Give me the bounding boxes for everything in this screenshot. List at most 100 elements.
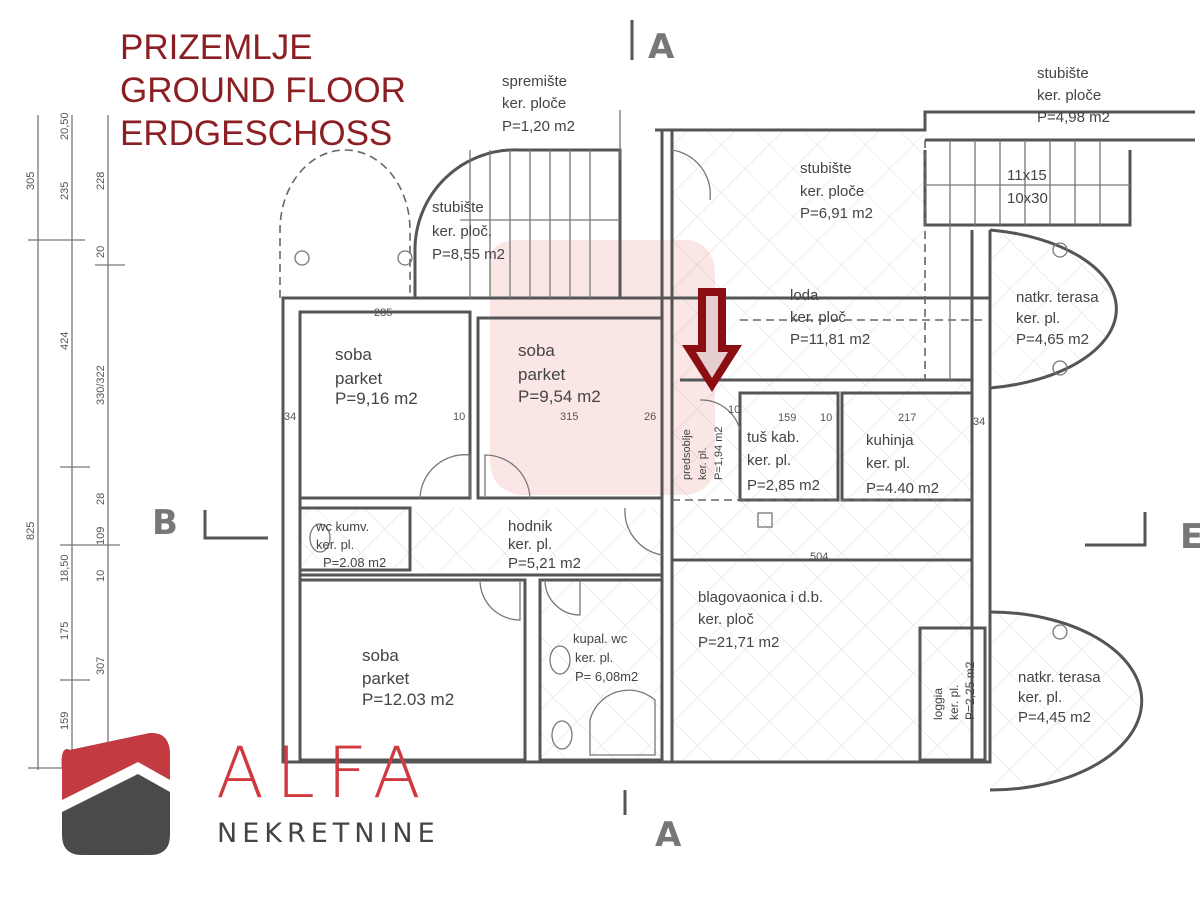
- tile-floors: [300, 130, 1142, 790]
- dimension-labels: 305 825 20,50 235 424 18,50 175 159 228 …: [25, 112, 107, 730]
- room-tus-kab: tuš kab. ker. pl. P=2,85 m2: [747, 429, 820, 494]
- svg-text:predsoblje: predsoblje: [681, 429, 693, 480]
- stairs-note-1: 11x15: [1007, 167, 1047, 184]
- room-predsoblje: predsoblje ker. pl. P=1,94 m2: [681, 426, 725, 480]
- svg-text:P=12.03 m2: P=12.03 m2: [362, 690, 454, 709]
- section-marker-e: E: [1180, 517, 1200, 557]
- svg-text:ker. ploče: ker. ploče: [1037, 87, 1101, 104]
- svg-text:217: 217: [898, 412, 916, 424]
- svg-text:loda: loda: [790, 287, 819, 304]
- section-marker-a-top: A: [648, 27, 675, 67]
- svg-text:ker. ploče: ker. ploče: [800, 183, 864, 200]
- alfa-logo-icon: [61, 732, 170, 855]
- svg-text:P=2,85 m2: P=2,85 m2: [747, 477, 820, 494]
- svg-text:natkr. terasa: natkr. terasa: [1018, 669, 1101, 686]
- svg-text:parket: parket: [362, 669, 410, 688]
- svg-text:18,50: 18,50: [59, 554, 71, 582]
- svg-text:175: 175: [59, 622, 71, 640]
- section-marker-b: B: [152, 503, 178, 543]
- svg-text:P=4.40 m2: P=4.40 m2: [866, 480, 939, 497]
- svg-text:504: 504: [810, 551, 828, 563]
- svg-text:P=2.08 m2: P=2.08 m2: [323, 555, 386, 570]
- svg-text:315: 315: [560, 411, 578, 423]
- svg-text:305: 305: [25, 172, 37, 190]
- svg-text:blagovaonica i d.b.: blagovaonica i d.b.: [698, 589, 823, 606]
- svg-text:P=6,91 m2: P=6,91 m2: [800, 205, 873, 222]
- svg-text:ker. pl.: ker. pl.: [947, 685, 961, 720]
- svg-text:28: 28: [95, 493, 107, 505]
- svg-text:ker. pl.: ker. pl.: [866, 455, 910, 472]
- svg-text:P=21,71 m2: P=21,71 m2: [698, 634, 779, 651]
- svg-text:parket: parket: [518, 365, 566, 384]
- room-wc: wc kumv.ker. pl.P=2.08 m2: [315, 519, 386, 570]
- door-swings: [419, 149, 741, 621]
- svg-text:P=9,54 m2: P=9,54 m2: [518, 387, 601, 406]
- svg-text:P=11,81 m2: P=11,81 m2: [790, 331, 870, 348]
- svg-text:10: 10: [95, 570, 107, 582]
- svg-text:ker. ploč: ker. ploč: [790, 309, 846, 326]
- plan-dimensions: 285 34 10 315 26 10 159 10 217 504 34: [284, 307, 985, 563]
- svg-text:34: 34: [284, 411, 296, 423]
- svg-text:330/322: 330/322: [95, 365, 107, 405]
- svg-text:natkr. terasa: natkr. terasa: [1016, 289, 1099, 306]
- svg-text:P=4,98 m2: P=4,98 m2: [1037, 109, 1110, 126]
- svg-text:307: 307: [95, 657, 107, 675]
- svg-text:P=5,21 m2: P=5,21 m2: [508, 555, 581, 572]
- svg-text:P= 6,08m2: P= 6,08m2: [575, 669, 638, 684]
- svg-text:loggia: loggia: [931, 688, 945, 720]
- svg-text:P=4,65 m2: P=4,65 m2: [1016, 331, 1089, 348]
- svg-text:10: 10: [820, 412, 832, 424]
- svg-text:P=1,94 m2: P=1,94 m2: [713, 426, 725, 480]
- svg-text:P=8,55 m2: P=8,55 m2: [432, 246, 505, 263]
- svg-text:ker. pl.: ker. pl.: [697, 448, 709, 480]
- section-markers: A A B E: [152, 20, 1200, 855]
- alfa-logo-subtitle: NEKRETNINE: [217, 818, 440, 849]
- svg-text:P=4,45 m2: P=4,45 m2: [1018, 709, 1091, 726]
- svg-text:ker. pl.: ker. pl.: [508, 536, 552, 553]
- room-stubiste-spiral: stubište ker. ploč. P=8,55 m2: [432, 199, 505, 263]
- svg-text:109: 109: [95, 527, 107, 545]
- svg-text:26: 26: [644, 411, 656, 423]
- svg-text:285: 285: [374, 307, 392, 319]
- svg-text:hodnik: hodnik: [508, 518, 553, 535]
- watermark-shape: [490, 240, 715, 495]
- svg-text:ker. pl.: ker. pl.: [575, 650, 613, 665]
- svg-text:ker. pl.: ker. pl.: [316, 537, 354, 552]
- svg-text:ker. pl.: ker. pl.: [747, 452, 791, 469]
- stair-treads: [460, 140, 1130, 298]
- svg-text:ker. ploč.: ker. ploč.: [432, 223, 492, 240]
- room-kupaonica: kupal. wc ker. pl. P= 6,08m2: [573, 631, 638, 684]
- svg-text:10: 10: [453, 411, 465, 423]
- svg-text:20: 20: [95, 246, 107, 258]
- svg-text:10: 10: [728, 404, 740, 416]
- alfa-logo-text: ALFA: [216, 732, 433, 814]
- svg-text:20,50: 20,50: [59, 112, 71, 140]
- svg-text:stubište: stubište: [800, 160, 852, 177]
- stairs-note-2: 10x30: [1007, 190, 1048, 207]
- svg-text:spremište: spremište: [502, 73, 567, 90]
- svg-text:ker. ploč: ker. ploč: [698, 611, 754, 628]
- title-english: GROUND FLOOR: [120, 71, 406, 110]
- svg-text:soba: soba: [518, 341, 555, 360]
- svg-text:tuš kab.: tuš kab.: [747, 429, 800, 446]
- svg-text:P=2,25 m2: P=2,25 m2: [963, 661, 977, 720]
- svg-text:ker. pl.: ker. pl.: [1016, 310, 1060, 327]
- svg-text:soba: soba: [362, 646, 399, 665]
- svg-text:stubište: stubište: [432, 199, 484, 216]
- svg-text:kupal. wc: kupal. wc: [573, 631, 628, 646]
- dimension-lines: [28, 115, 125, 770]
- svg-text:soba: soba: [335, 345, 372, 364]
- plan-title: PRIZEMLJE GROUND FLOOR ERDGESCHOSS: [120, 26, 406, 155]
